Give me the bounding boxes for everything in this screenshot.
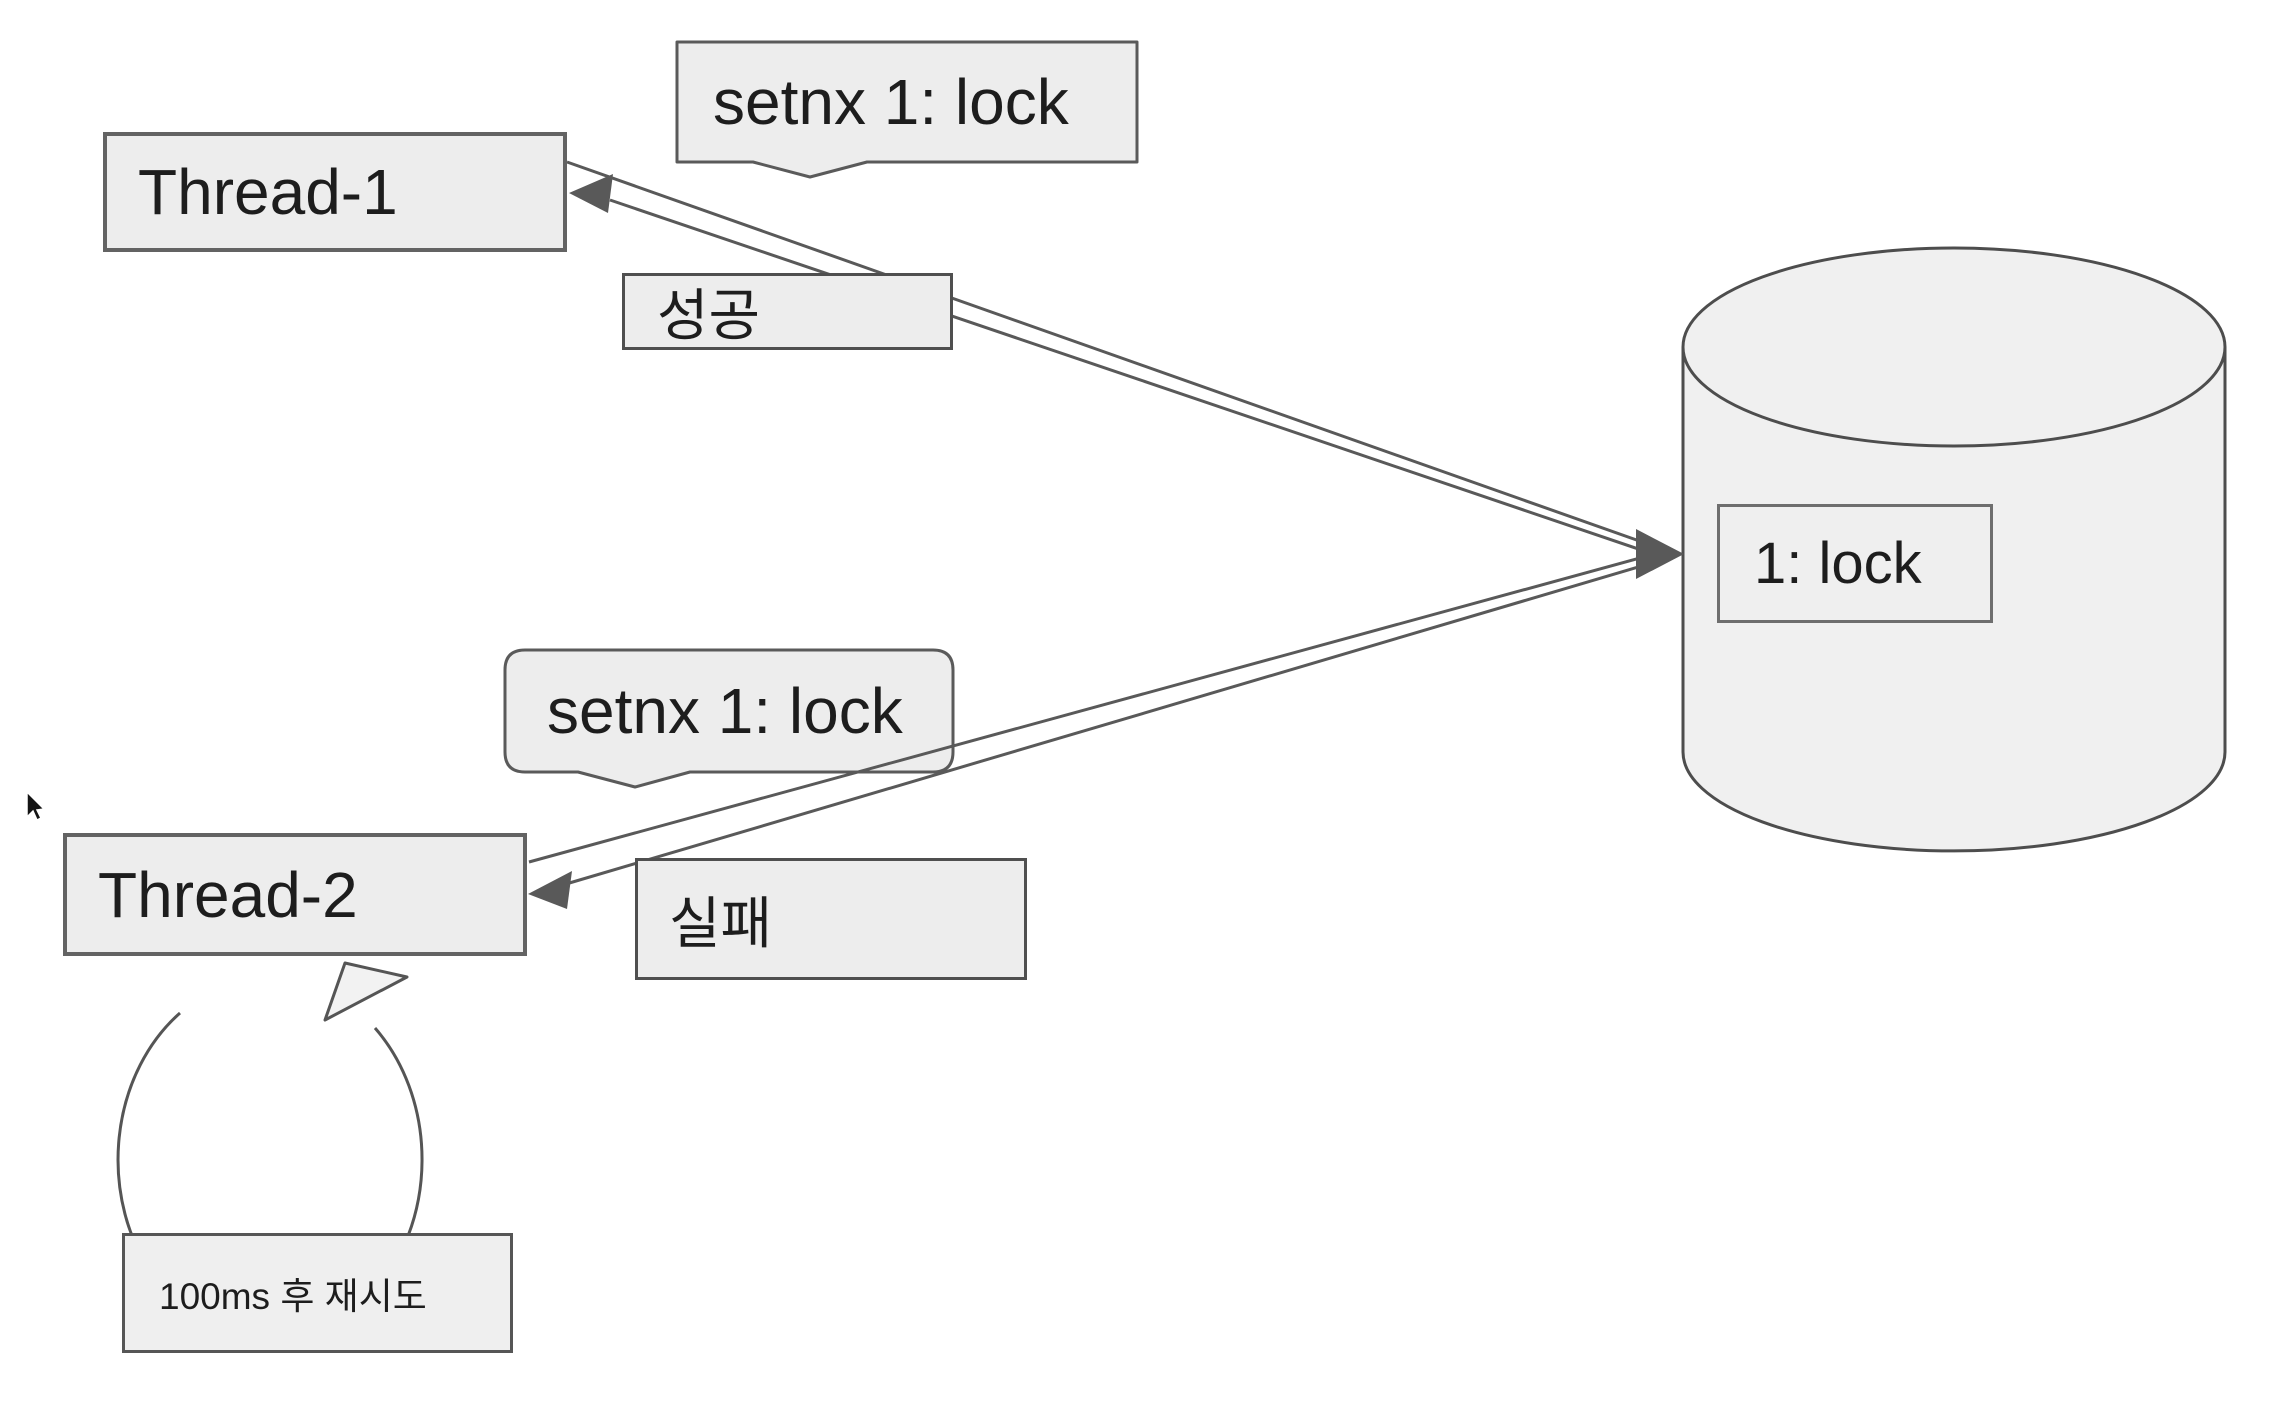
db-value-box: 1: lock [1717,504,1993,623]
thread2-response-line [565,558,1663,886]
thread2-result-box: 실패 [635,858,1027,980]
retry-note-box: 100ms 후 재시도 [122,1233,513,1353]
thread2-node-label: Thread-2 [98,858,358,931]
thread2-command-label: setnx 1: lock [547,675,903,747]
db-value-label: 1: lock [1754,531,1922,596]
thread1-request-line [566,160,1663,551]
loop-arrowhead [323,961,409,1022]
thread1-command-callout: setnx 1: lock [677,42,1137,162]
db-cylinder-top [1681,246,2227,448]
thread2-result-label: 실패 [669,891,773,955]
db-arrowhead-icon [1636,529,1684,579]
mouse-cursor-icon [26,790,46,822]
thread1-node-label: Thread-1 [138,156,398,228]
speech-bubble-thread1 [675,40,1139,179]
thread1-arrowhead-icon [569,174,613,213]
retry-note-label: 100ms 후 재시도 [159,1276,427,1317]
thread2-arrowhead-icon [528,871,572,909]
thread2-node: Thread-2 [63,833,527,956]
speech-bubble-thread2 [503,648,955,789]
thread2-request-line [528,550,1663,864]
thread1-command-label: setnx 1: lock [713,66,1069,138]
thread1-node: Thread-1 [103,132,567,252]
thread1-result-label: 성공 [657,284,761,347]
thread1-result-box: 성공 [622,273,953,350]
thread1-response-line [609,198,1663,559]
thread2-command-callout: setnx 1: lock [505,650,953,772]
